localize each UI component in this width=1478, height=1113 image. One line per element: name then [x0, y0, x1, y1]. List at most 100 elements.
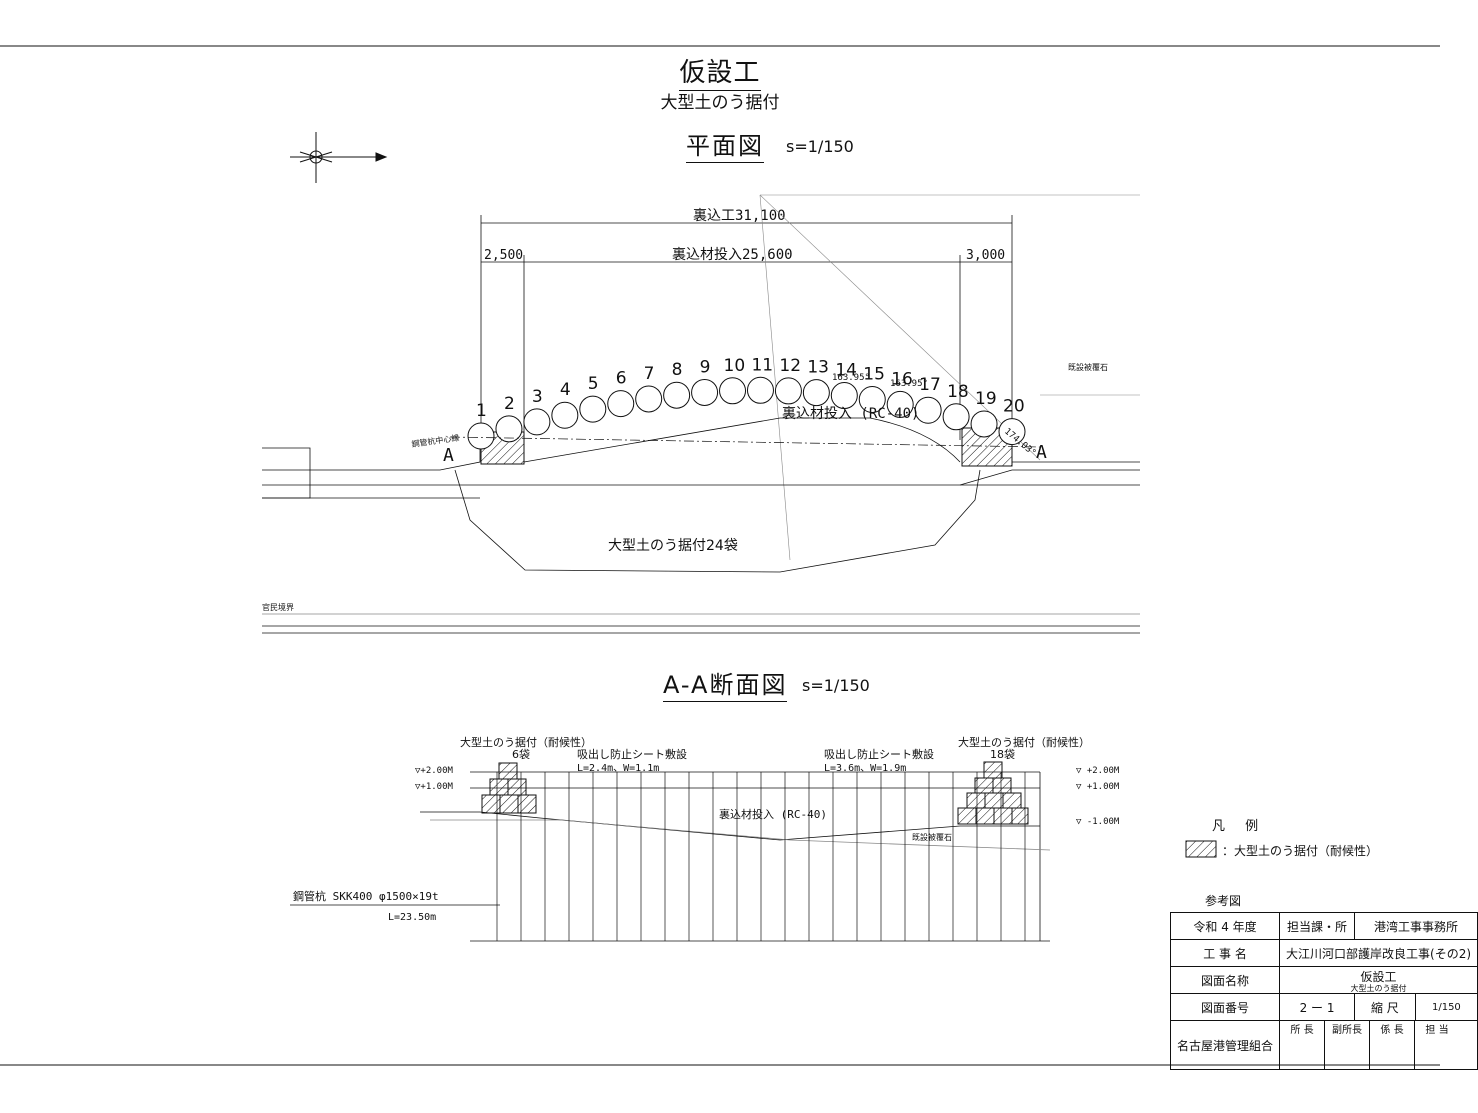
pile-number: 19: [975, 389, 997, 409]
pile-number: 9: [700, 357, 711, 377]
pile-number: 4: [560, 380, 571, 400]
pile-number: 8: [672, 360, 683, 380]
pile-circle: [774, 377, 802, 405]
pile-circle: [495, 415, 523, 443]
pile-number: 17: [919, 375, 941, 395]
left-sheet-dims: L=2.4m、W=1.1m: [577, 763, 659, 774]
tb-scale-value: 1/150: [1414, 993, 1478, 1021]
section-piles: [496, 772, 1026, 941]
section-bags-left: [481, 762, 537, 814]
pile-number: 16: [891, 369, 913, 389]
pile-circle: [635, 385, 663, 413]
right-level-2: ▽ +1.00M: [1076, 782, 1120, 792]
legend-item: ：大型土のう据付（耐候性）: [1222, 844, 1379, 858]
section-bags-right: [957, 761, 1029, 825]
legend-swatch: [1185, 840, 1217, 858]
tb-role-2: 副所長: [1325, 1021, 1371, 1069]
left-bags-label: 大型土のう据付（耐候性）: [460, 735, 592, 749]
pile-length-label: L=23.50m: [388, 912, 436, 923]
label-backfill-plan: 裏込材投入 (RC-40): [782, 405, 919, 422]
plan-heading: 平面図: [686, 126, 764, 163]
tb-scale-label: 縮 尺: [1354, 993, 1416, 1021]
tb-project-label: 工 事 名: [1169, 939, 1281, 967]
pile-circle: [663, 381, 691, 409]
dim-left: 2,500: [484, 248, 523, 263]
right-sheet-dims: L=3.6m、W=1.9m: [824, 763, 906, 774]
pile-number: 1: [476, 401, 487, 421]
plan-scale: s=1/150: [786, 137, 854, 156]
plan-site-outline: [262, 417, 1140, 634]
pile-circle: [719, 377, 747, 405]
pile-number: 14: [835, 361, 857, 381]
pile-circle: [607, 390, 635, 418]
pile-number: 10: [724, 356, 746, 376]
pile-number: 5: [588, 374, 599, 394]
tb-number-value: 2 ー 1: [1279, 993, 1356, 1021]
drawing-subtitle: 大型土のう据付: [660, 93, 780, 113]
right-bags-label: 大型土のう据付（耐候性）: [958, 735, 1090, 749]
ref-label: 参考図: [1205, 894, 1242, 908]
section-backfill-label: 裏込材投入 (RC-40): [719, 807, 827, 821]
tb-number-label: 図面番号: [1169, 993, 1281, 1021]
tb-role-3: 係 長: [1370, 1021, 1416, 1069]
pile-number: 6: [616, 369, 627, 389]
tb-roles-cell: 所 長 副所長 係 長 担 当: [1279, 1020, 1478, 1070]
pile-circle: [942, 403, 970, 431]
pile-number: 15: [863, 365, 885, 385]
pile-number: 11: [751, 355, 773, 375]
tb-project-value: 大江川河口部護岸改良工事(その2): [1279, 939, 1478, 967]
pile-spec-label: 鋼管杭 SKK400 φ1500×19t: [293, 889, 439, 903]
tb-roles-row: 所 長 副所長 係 長 担 当: [1280, 1021, 1477, 1069]
label-bags-plan: 大型土のう据付24袋: [608, 538, 738, 554]
pile-circle: [523, 408, 551, 436]
tb-role-1: 所 長: [1280, 1021, 1326, 1069]
pile-number: 13: [807, 358, 829, 378]
right-level-1: ▽ +2.00M: [1076, 766, 1120, 776]
pile-circle: [886, 390, 914, 418]
tb-drawing-cell: 仮設工 大型土のう据付: [1279, 966, 1478, 994]
dim-center: 裏込材投入25,600: [672, 246, 793, 263]
pile-circle: [970, 410, 998, 438]
pile-number: 2: [504, 394, 515, 414]
section-frame: [290, 771, 1051, 942]
tb-org: 名古屋港管理組合: [1169, 1020, 1281, 1070]
left-level-1: ▽+2.00M: [415, 766, 454, 776]
pile-circle: [802, 379, 830, 407]
pile-number: 3: [532, 387, 543, 407]
tb-dept-label: 担当課・所: [1279, 912, 1356, 940]
tb-drawing-label: 図面名称: [1169, 966, 1281, 994]
section-existing-label: 既設被覆石: [912, 832, 952, 842]
section-heading: A-A断面図: [663, 665, 788, 702]
label-existing-plan: 既設被覆石: [1068, 362, 1108, 372]
pile-circle: [858, 386, 886, 414]
title-block: 令和 4 年度 担当課・所 港湾工事事務所 工 事 名 大江川河口部護岸改良工事…: [1169, 912, 1478, 1070]
north-arrow-icon: [290, 132, 388, 183]
pile-circle: [467, 422, 495, 450]
pile-circle: [579, 395, 607, 423]
pile-number: 20: [1003, 397, 1025, 417]
tb-dept-value: 港湾工事事務所: [1354, 912, 1478, 940]
pile-center-line: [449, 436, 1041, 448]
pile-number: 18: [947, 382, 969, 402]
section-mark-left: A: [443, 445, 454, 466]
tb-drawing-sub: 大型土のう据付: [1350, 983, 1407, 993]
tb-drawing-value: 仮設工: [1360, 969, 1397, 984]
pile-row: [467, 376, 1026, 450]
pile-number: 12: [779, 356, 801, 376]
left-level-2: ▽+1.00M: [415, 782, 454, 792]
tb-role-4: 担 当: [1425, 1025, 1449, 1036]
right-sheet-label: 吸出し防止シート敷設: [824, 747, 934, 761]
plan-dimension-lines: [480, 215, 1013, 440]
dim-total: 裏込工31,100: [693, 207, 786, 224]
pile-circle: [914, 396, 942, 424]
right-level-3: ▽ -1.00M: [1076, 817, 1120, 827]
section-mark-right: A: [1036, 442, 1047, 463]
pile-circle: [830, 382, 858, 410]
label-boundary: 官民境界: [262, 602, 294, 612]
pile-circle: [998, 418, 1026, 446]
legend-title: 凡 例: [1212, 819, 1267, 834]
pile-number: 7: [644, 364, 655, 384]
pile-circle: [551, 401, 579, 429]
left-sheet-label: 吸出し防止シート敷設: [577, 747, 687, 761]
